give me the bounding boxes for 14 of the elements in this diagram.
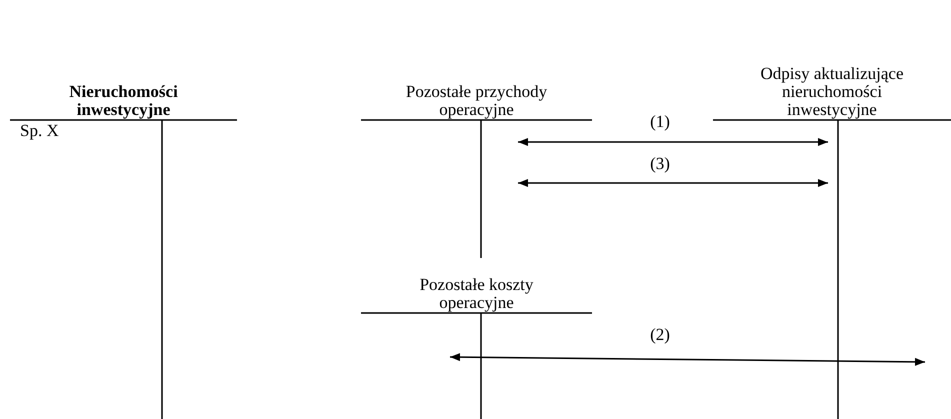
account-title: Pozostałe koszty operacyjne (418, 276, 534, 312)
account-note: Sp. X (20, 122, 59, 140)
account-title: Odpisy aktualizujące nieruchomości inwestycyjne (759, 65, 905, 119)
account-title: Nieruchomości inwestycyjne (68, 83, 179, 119)
edge-label: (1) (649, 113, 671, 131)
arrow (518, 138, 828, 146)
t-account (361, 275, 592, 419)
edge-label: (2) (649, 326, 671, 344)
account-title: Pozostałe przychody operacyjne (404, 83, 548, 119)
edge-label: (3) (649, 155, 671, 173)
arrow (518, 179, 828, 187)
t-account (361, 82, 592, 258)
t-account (10, 82, 237, 419)
arrow (450, 353, 925, 366)
